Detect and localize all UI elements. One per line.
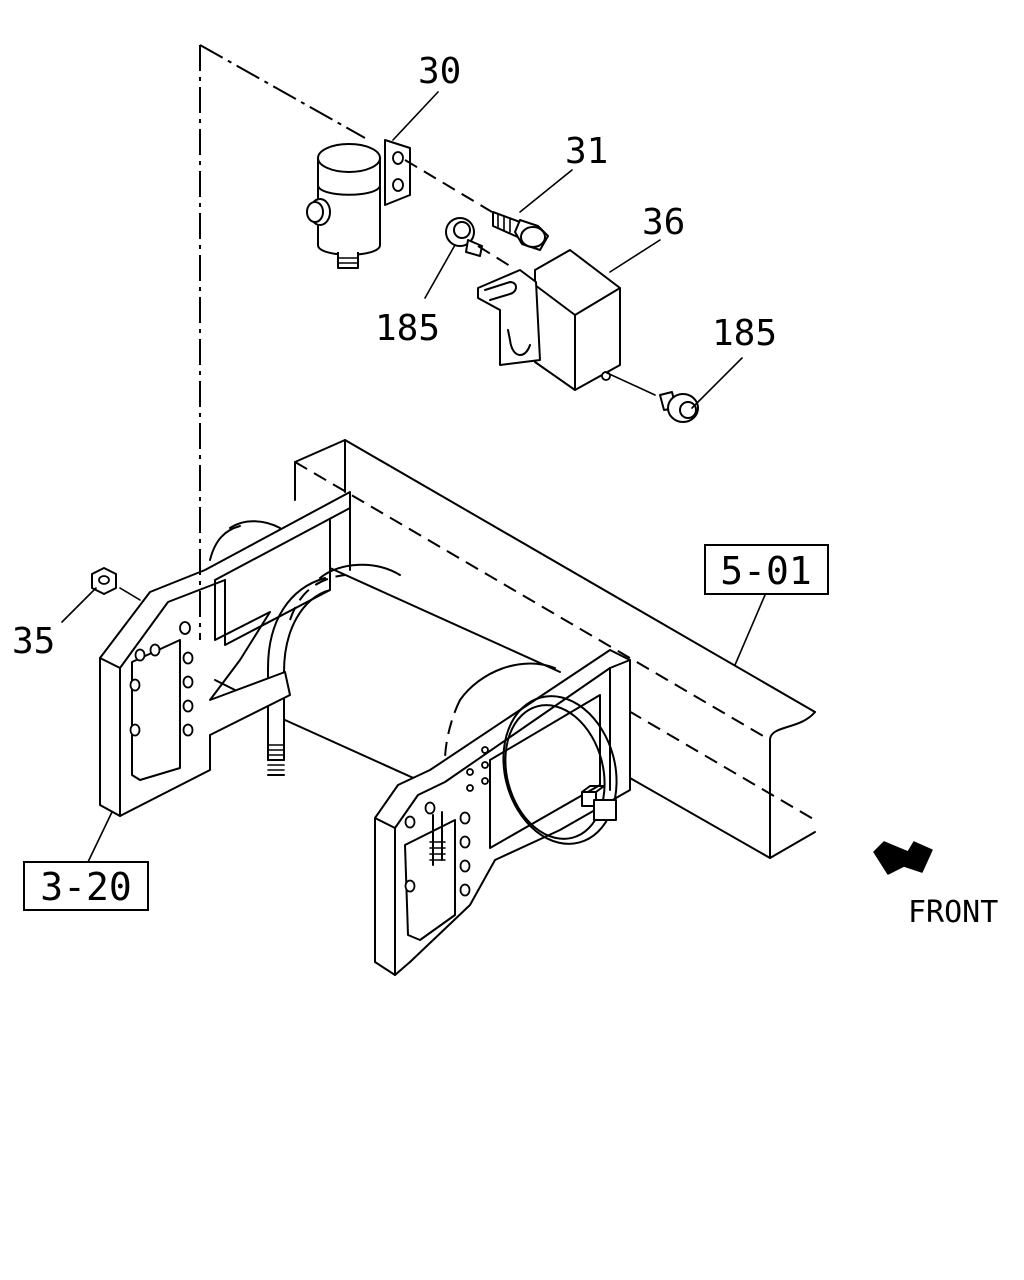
- nut-part-35: [91, 567, 117, 595]
- front-direction-label: FRONT: [908, 895, 998, 930]
- callout-35: 35: [12, 621, 55, 662]
- washer-bolt-part-185-lower: [659, 391, 699, 423]
- reference-box-3-20: 3-20: [23, 861, 149, 911]
- reservoir-part-30: [306, 139, 411, 269]
- left-bracket-plate: [99, 491, 351, 817]
- callout-30: 30: [418, 51, 461, 92]
- reference-label-3-20: 3-20: [40, 865, 132, 909]
- bolt-part-31: [492, 211, 549, 251]
- front-arrow-icon: [873, 841, 933, 875]
- reference-label-5-01: 5-01: [720, 549, 812, 593]
- callout-185-upper: 185: [375, 308, 440, 349]
- frame-rail: [294, 439, 816, 859]
- callout-31: 31: [565, 131, 608, 172]
- washer-bolt-part-185-upper: [445, 217, 483, 257]
- assembly-lines: [119, 44, 656, 640]
- reference-box-5-01: 5-01: [704, 544, 829, 595]
- right-bracket-plate: [374, 649, 631, 976]
- leader-lines: [61, 91, 766, 863]
- callout-36: 36: [642, 202, 685, 243]
- callout-185-lower: 185: [712, 313, 777, 354]
- valve-body-part-36: [477, 249, 621, 391]
